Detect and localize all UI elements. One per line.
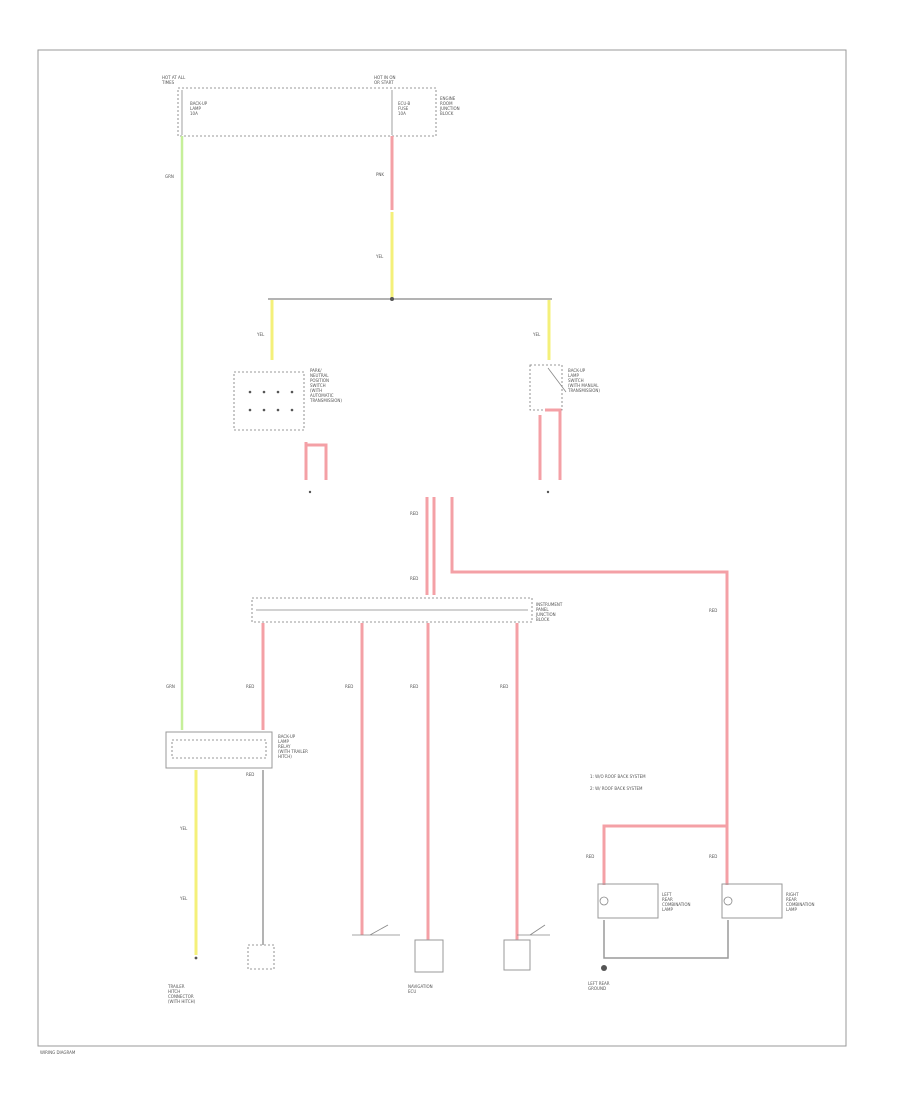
red-drop-2-label: RED [345,684,353,689]
fuse-block-outline [177,87,437,137]
yellow-branch-left-label: YEL [256,332,265,337]
left-rear-lamp-bulb [599,896,609,906]
backup-relay-coil [171,739,267,759]
right-rear-lamp-bulb [723,896,733,906]
park-neutral-switch-outline [233,371,305,431]
yellow-branch-right-label: YEL [532,332,541,337]
red-wire-center-a-label: RED [410,511,418,516]
backup-lamp-switch-outline [529,364,563,411]
yellow-low-2-label: YEL [179,896,188,901]
legend-line-1: 1: W/O ROOF BACK SYSTEM [590,774,646,779]
right-rear-lamp-box [721,883,783,919]
red-drop-3-label: RED [410,684,418,689]
red-lamp-l-label: RED [586,854,594,859]
diagram-border [37,49,847,1047]
ecu-4-box [503,939,531,971]
park-neutral-switch-contacts [248,390,294,412]
red-wire-right-label: RED [709,608,717,613]
backup-lamp-switch-connector [546,490,550,494]
red-lamp-r-label: RED [709,854,717,859]
trailer-connector-pin [194,956,198,960]
yellow-low-1-label: YEL [179,826,188,831]
navigation-ecu-box [414,939,444,973]
green-wire-label-lower: GRN [166,684,175,689]
splice-node [390,297,394,301]
red-wire-center-b-label: RED [410,576,418,581]
instrument-panel-jb-outline [251,597,533,623]
ground-icon [601,965,607,971]
backup-lamp-switch-output [538,408,562,480]
park-neutral-switch-output [304,442,328,480]
switch-symbol-2 [352,924,400,936]
switch-symbol-4 [517,924,550,936]
relay-ground-connector [247,944,275,970]
pink-wire-label: PNK [376,172,384,177]
lamp-ground-wire [603,920,729,959]
backup-lamp-switch-blade [547,367,567,393]
red-wire-right-run [450,497,729,885]
left-rear-lamp-box [597,883,659,919]
backup-relay-box [165,731,273,769]
red-drop-1-label: RED [246,684,254,689]
red-relay-label: RED [246,772,254,777]
yellow-wire-label: YEL [375,254,384,259]
red-wire-lamp-feed [602,824,727,885]
footer-label: WIRING DIAGRAM [40,1050,76,1055]
green-wire-label-top: GRN [165,174,174,179]
legend-line-2: 2: W/ ROOF BACK SYSTEM [590,786,643,791]
red-drop-4-label: RED [500,684,508,689]
park-neutral-connector [308,490,312,494]
